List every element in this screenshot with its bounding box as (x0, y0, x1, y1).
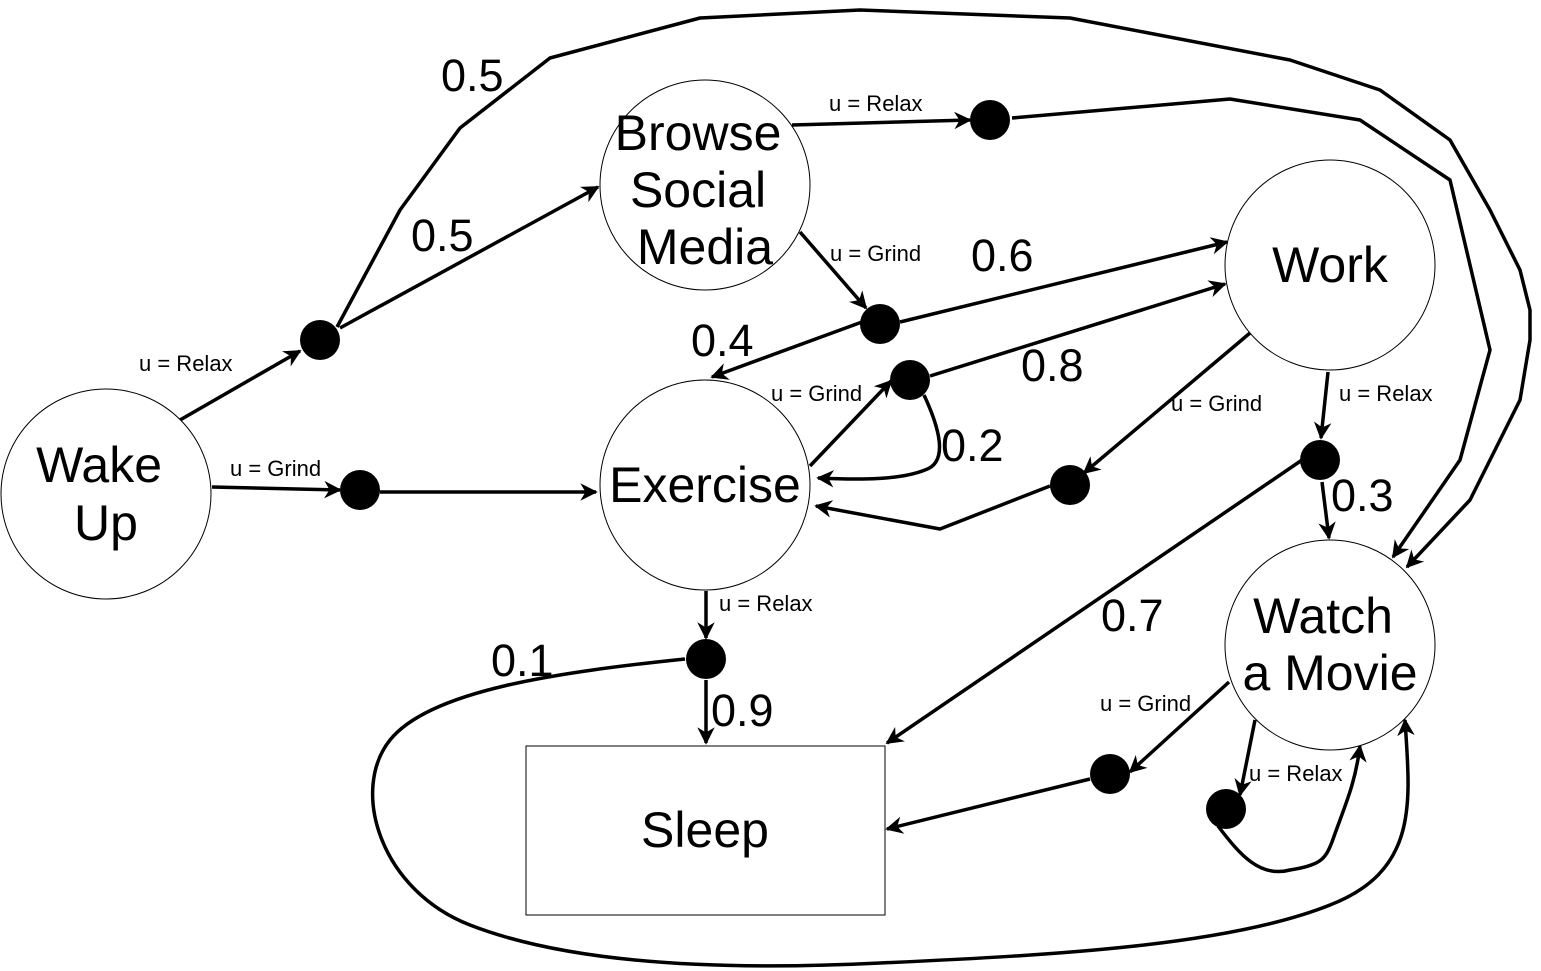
sleep-label: Sleep (641, 802, 769, 858)
browse-social-media-label: Browse Social Media (615, 105, 796, 275)
edge-movie-relax-dot-to-movie (1216, 744, 1367, 874)
prob-browse-grind-to-work: 0.6 (971, 230, 1034, 281)
prob-exercise-grind-to-exercise: 0.2 (941, 420, 1004, 471)
wake-up-label: Wake Up (36, 437, 176, 551)
watch-a-movie-label: Watch a Movie (1242, 588, 1417, 701)
browse-social-media-circle (599, 79, 811, 291)
edge-movie-grind-dot-to-sleep (885, 777, 1091, 834)
edge-browse-to-grind-dot (798, 230, 868, 310)
node-wake-up: Wake Up (0, 388, 212, 600)
work-circle (1224, 159, 1436, 371)
prob-wake-relax-to-browse: 0.5 (411, 210, 474, 261)
edge-wake-to-grind-dot (211, 480, 342, 499)
prob-work-relax-to-movie: 0.3 (1331, 470, 1394, 521)
work-grind-dot (1050, 465, 1090, 505)
node-sleep: Sleep (525, 745, 886, 916)
probability-labels: 0.5 0.5 0.6 0.4 0.8 0.2 0.1 0.9 0.3 0.7 (411, 50, 1394, 736)
movie-grind-dot (1090, 754, 1130, 794)
prob-exercise-grind-to-work: 0.8 (1021, 340, 1084, 391)
wake-grind-dot (340, 470, 380, 510)
edge-exercise-grind-dot-to-exercise (816, 394, 942, 488)
exercise-grind-dot (890, 360, 930, 400)
exercise-circle (599, 379, 811, 591)
prob-wake-relax-to-movie: 0.5 (441, 50, 504, 101)
node-exercise: Exercise (599, 379, 811, 591)
work-label: Work (1272, 237, 1389, 293)
node-watch-a-movie: Watch a Movie (1224, 539, 1436, 751)
edge-browse-grind-dot-to-exercise (710, 320, 863, 380)
browse-grind-dot (860, 304, 900, 344)
edge-relax-dot-to-movie (335, 8, 1532, 569)
edge-relax-dot-to-browse (339, 185, 600, 330)
edge-work-to-relax-dot (1313, 371, 1332, 440)
prob-exercise-relax-to-sleep: 0.9 (711, 685, 774, 736)
movie-relax-dot (1206, 789, 1246, 829)
browse-relax-dot (970, 100, 1010, 140)
edge-exercise-relax-dot-to-movie (370, 657, 1415, 968)
action-label-wake-relax: u = Relax (139, 351, 233, 376)
action-label-browse-relax: u = Relax (829, 91, 923, 116)
action-labels: u = Relax u = Grind u = Relax u = Grind … (139, 91, 1433, 786)
edge-movie-to-relax-dot (1234, 719, 1257, 797)
exercise-label: Exercise (609, 457, 801, 513)
action-label-wake-grind: u = Grind (230, 456, 321, 481)
action-dots (300, 100, 1340, 829)
action-label-work-grind: u = Grind (1171, 391, 1262, 416)
action-label-movie-relax: u = Relax (1249, 761, 1343, 786)
prob-exercise-relax-to-movie: 0.1 (491, 635, 554, 686)
edge-exercise-grind-dot-to-work (929, 280, 1227, 378)
action-label-exercise-grind: u = Grind (771, 381, 862, 406)
edge-browse-grind-dot-to-work (899, 237, 1229, 324)
watch-a-movie-circle (1224, 539, 1436, 751)
action-label-browse-grind: u = Grind (830, 241, 921, 266)
edge-exercise-to-grind-dot (808, 379, 893, 468)
edge-movie-to-grind-dot (1128, 680, 1231, 774)
edge-browse-relax-dot-to-movie (1011, 97, 1492, 559)
edge-wake-to-relax-dot (179, 349, 302, 422)
action-label-movie-grind: u = Grind (1100, 691, 1191, 716)
prob-browse-grind-to-exercise: 0.4 (691, 315, 754, 366)
edge-work-relax-dot-to-movie (1318, 481, 1336, 540)
wake-relax-dot (300, 320, 340, 360)
prob-work-relax-to-sleep: 0.7 (1101, 590, 1164, 641)
work-relax-dot (1300, 440, 1340, 480)
edge-work-grind-dot-to-exercise (814, 484, 1051, 531)
exercise-relax-dot (686, 639, 726, 679)
node-work: Work (1224, 159, 1436, 371)
edge-work-relax-dot-to-sleep (885, 458, 1303, 745)
wake-up-circle (0, 388, 212, 600)
action-label-work-relax: u = Relax (1339, 381, 1433, 406)
node-browse-social-media: Browse Social Media (599, 79, 811, 291)
edges (179, 8, 1532, 968)
edge-work-to-grind-dot (1082, 331, 1252, 475)
action-label-exercise-relax: u = Relax (719, 591, 813, 616)
edge-browse-to-relax-dot (791, 111, 972, 130)
sleep-box (525, 745, 886, 916)
